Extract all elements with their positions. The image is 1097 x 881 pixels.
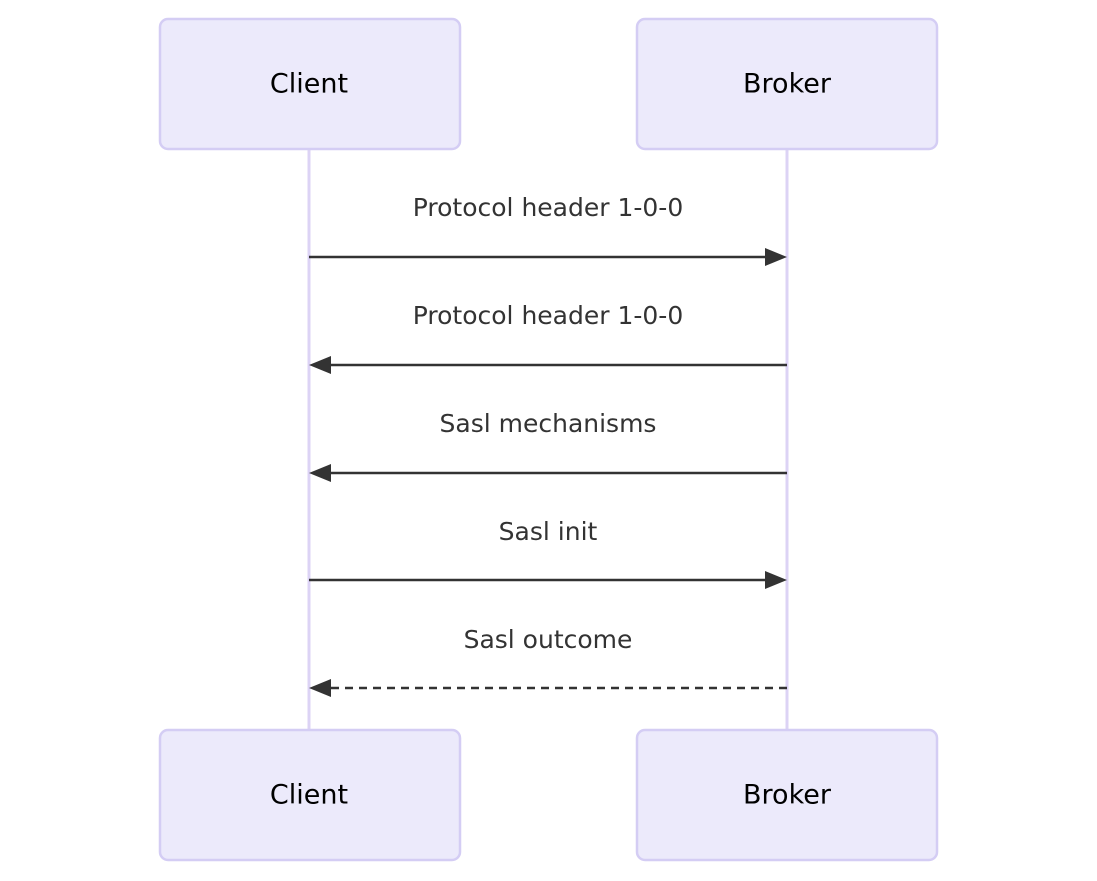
message-label-3: Sasl mechanisms bbox=[440, 409, 657, 438]
actor-label-client-bottom: Client bbox=[270, 780, 348, 811]
message-label-5: Sasl outcome bbox=[464, 625, 633, 654]
message-1: Protocol header 1-0-0 bbox=[309, 193, 787, 266]
message-label-2: Protocol header 1-0-0 bbox=[413, 301, 683, 330]
message-arrowhead-2 bbox=[309, 356, 331, 374]
message-label-4: Sasl init bbox=[499, 517, 598, 546]
actor-label-client-top: Client bbox=[270, 69, 348, 100]
lifelines-layer bbox=[307, 149, 789, 730]
message-arrowhead-3 bbox=[309, 464, 331, 482]
actor-box-client-bottom[interactable]: Client bbox=[158, 728, 462, 862]
message-arrowhead-1 bbox=[765, 248, 787, 266]
actors-top-layer: Client Broker bbox=[158, 17, 939, 151]
message-2: Protocol header 1-0-0 bbox=[309, 301, 787, 374]
message-4: Sasl init bbox=[309, 517, 787, 589]
actors-bottom-layer: Client Broker bbox=[158, 728, 939, 862]
message-label-1: Protocol header 1-0-0 bbox=[413, 193, 683, 222]
actor-box-client-top[interactable]: Client bbox=[158, 17, 462, 151]
actor-label-broker-bottom: Broker bbox=[743, 780, 832, 811]
message-3: Sasl mechanisms bbox=[309, 409, 787, 482]
message-arrowhead-5 bbox=[309, 679, 331, 697]
message-5: Sasl outcome bbox=[309, 625, 787, 697]
actor-label-broker-top: Broker bbox=[743, 69, 832, 100]
actor-box-rect-broker-bottom bbox=[635, 728, 939, 862]
actor-box-rect-client-bottom bbox=[158, 728, 462, 862]
message-arrowhead-4 bbox=[765, 571, 787, 589]
actor-box-rect-client-top bbox=[158, 17, 462, 151]
actor-box-broker-top[interactable]: Broker bbox=[635, 17, 939, 151]
actor-box-rect-broker-top bbox=[635, 17, 939, 151]
actor-box-broker-bottom[interactable]: Broker bbox=[635, 728, 939, 862]
